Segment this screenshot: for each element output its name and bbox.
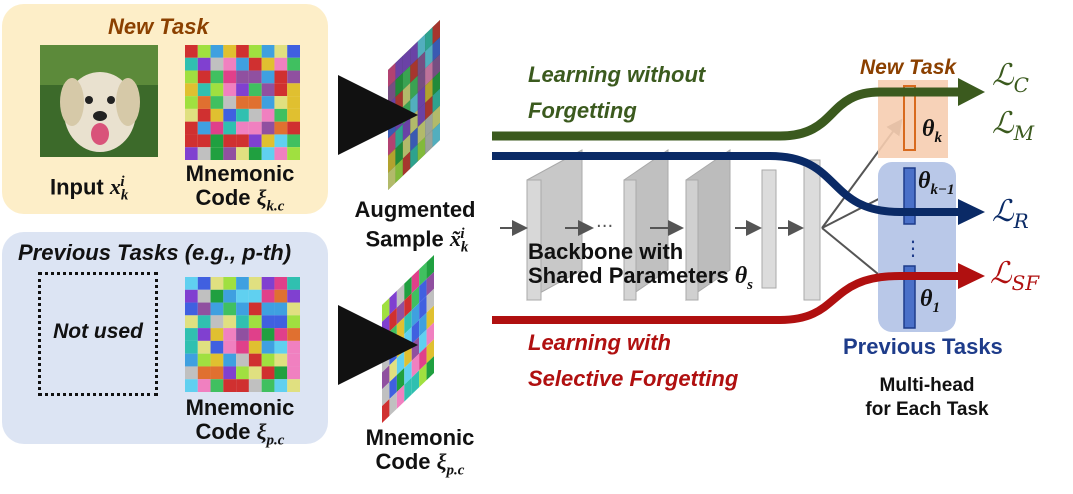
mnemonic-code-prev-grid (185, 277, 300, 392)
not-used-label: Not used (53, 320, 143, 343)
head-theta-1 (903, 265, 916, 329)
lwf-line1: Learning without (528, 62, 706, 87)
previous-tasks-head-area (878, 162, 956, 332)
theta-k-label: θk (922, 116, 942, 146)
flow-learning-without-forgetting (492, 87, 960, 141)
previous-tasks-heads-label: Previous Tasks (843, 334, 1003, 359)
not-used-box (38, 272, 158, 396)
flow-learning-with-selective-forgetting (492, 272, 960, 324)
head-theta-km1 (903, 167, 916, 225)
mnemonic-code-new-grid (185, 45, 300, 160)
theta-km1-label: θk−1 (918, 168, 955, 198)
flow-to-lr (492, 152, 960, 216)
lsf-line2: Selective Forgetting (528, 366, 739, 391)
loss-lr: ℒR (992, 194, 1029, 233)
head-theta-k (903, 85, 916, 151)
backbone-network: ··· (500, 118, 904, 301)
loss-lm: ℒM (992, 106, 1035, 145)
dog-photo (40, 45, 158, 157)
svg-text:⋮: ⋮ (903, 236, 923, 260)
heads-new-task-label: New Task (860, 56, 957, 79)
lwf-line2: Forgetting (528, 98, 637, 123)
input-label: Input xki (50, 174, 129, 204)
theta-1-label: θ1 (920, 286, 940, 316)
lsf-line1: Learning with (528, 330, 671, 355)
new-task-title: New Task (108, 14, 209, 39)
loss-lsf: ℒSF (990, 256, 1040, 295)
loss-lc: ℒC (992, 58, 1029, 97)
svg-text:···: ··· (596, 216, 613, 237)
augmented-sample-image (388, 20, 440, 190)
previous-tasks-title: Previous Tasks (e.g., p-th) (18, 240, 292, 265)
mnemonic-code-prev-image (382, 255, 434, 423)
